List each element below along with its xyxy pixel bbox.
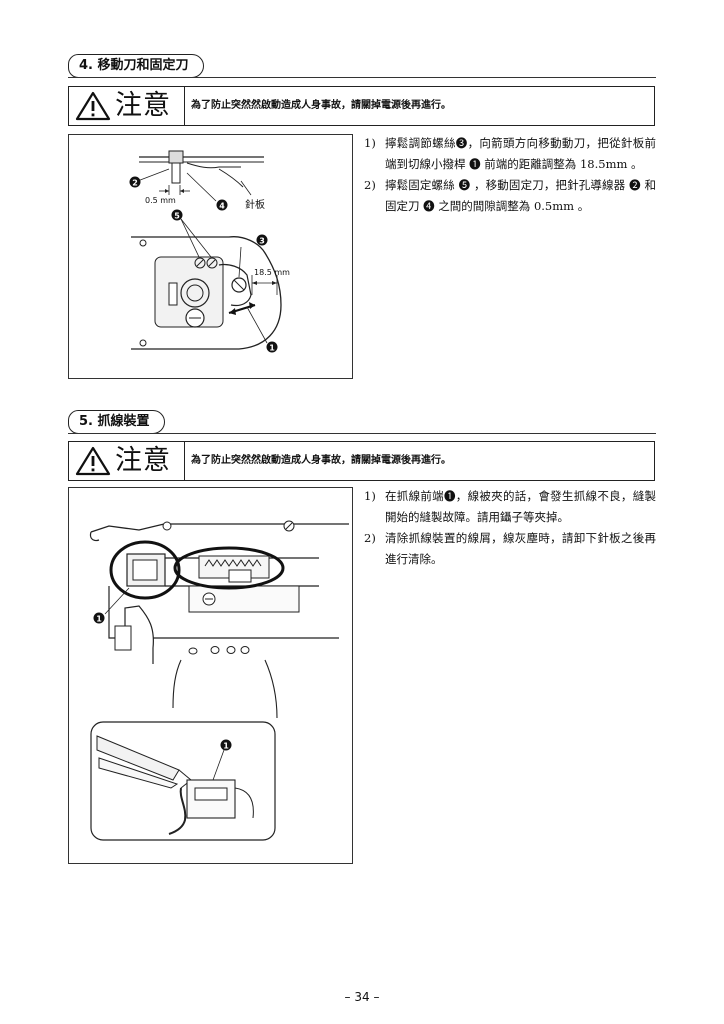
- svg-text:1: 1: [96, 615, 102, 624]
- gap-label: 0.5 mm: [145, 196, 176, 205]
- step-text: 在抓線前端❶，線被夾的話，會發生抓線不良，縫製開始的縫製故障。請用鑷子等夾掉。: [385, 489, 656, 524]
- callout-five: [171, 209, 183, 221]
- callout-one-main: [93, 612, 105, 624]
- caution-word: 注意: [115, 445, 171, 476]
- section-4-title: 4. 移動刀和固定刀: [68, 54, 204, 78]
- step-number: 2): [364, 178, 376, 192]
- svg-text:2: 2: [132, 179, 138, 188]
- step-number: 1): [364, 489, 376, 503]
- caution-message: 為了防止突然然啟動造成人身事故，請關掉電源後再進行。: [191, 455, 451, 466]
- svg-text:5: 5: [174, 212, 180, 221]
- section-4-header: 4. 移動刀和固定刀: [68, 54, 656, 78]
- step-item: 1) 在抓線前端❶，線被夾的話，會發生抓線不良，縫製開始的縫製故障。請用鑷子等夾…: [364, 486, 656, 528]
- section-5-steps: 1) 在抓線前端❶，線被夾的話，會發生抓線不良，縫製開始的縫製故障。請用鑷子等夾…: [364, 486, 656, 570]
- section-5-rule: [68, 433, 656, 434]
- caution-box-5: 注意 為了防止突然然啟動造成人身事故，請關掉電源後再進行。: [68, 441, 655, 481]
- callout-one-top: [266, 341, 278, 353]
- detail-inset: [90, 721, 276, 841]
- callout-four-top: [216, 199, 228, 211]
- caution-box-4: 注意 為了防止突然然啟動造成人身事故，請關掉電源後再進行。: [68, 86, 655, 126]
- step-text: 擰鬆調節螺絲❸，向箭頭方向移動動刀，把從針板前端到切線小撥桿 ❶ 前端的距離調整…: [385, 136, 656, 171]
- warning-triangle-icon: [75, 446, 111, 476]
- svg-text:4: 4: [219, 202, 225, 211]
- knife-adjustment-figure: 2 0.5 mm 4 針板 5 3: [68, 134, 353, 379]
- callout-two-top: [129, 176, 141, 188]
- caution-mark: 注意: [69, 442, 185, 480]
- svg-text:1: 1: [223, 742, 229, 751]
- step-item: 2) 擰鬆固定螺絲 ❺ ，移動固定刀，把針孔導線器 ❷ 和固定刀 ❹ 之間的間隙…: [364, 175, 656, 217]
- svg-text:1: 1: [269, 344, 275, 353]
- callout-three: [256, 234, 268, 246]
- svg-text:3: 3: [259, 237, 265, 246]
- caution-mark: 注意: [69, 87, 185, 125]
- distance-label: 18.5 mm: [254, 268, 290, 277]
- callout-one-inset: [220, 739, 232, 751]
- caution-word: 注意: [115, 90, 171, 121]
- step-item: 1) 擰鬆調節螺絲❸，向箭頭方向移動動刀，把從針板前端到切線小撥桿 ❶ 前端的距…: [364, 133, 656, 175]
- page-number: – 34 –: [344, 990, 380, 1004]
- step-number: 1): [364, 136, 376, 150]
- step-text: 擰鬆固定螺絲 ❺ ，移動固定刀，把針孔導線器 ❷ 和固定刀 ❹ 之間的間隙調整為…: [385, 178, 656, 213]
- thread-catcher-diagram: 1 1: [89, 520, 349, 841]
- step-number: 2): [364, 531, 376, 545]
- step-text: 清除抓線裝置的線屑，線灰塵時，請卸下針板之後再進行清除。: [385, 531, 656, 566]
- warning-triangle-icon: [75, 91, 111, 121]
- section-5-header: 5. 抓線裝置: [68, 410, 656, 434]
- section-4-steps: 1) 擰鬆調節螺絲❸，向箭頭方向移動動刀，把從針板前端到切線小撥桿 ❶ 前端的距…: [364, 133, 656, 217]
- step-item: 2) 清除抓線裝置的線屑，線灰塵時，請卸下針板之後再進行清除。: [364, 528, 656, 570]
- section-5-title: 5. 抓線裝置: [68, 410, 165, 434]
- caution-message: 為了防止突然然啟動造成人身事故，請關掉電源後再進行。: [191, 100, 451, 111]
- section-4-rule: [68, 77, 656, 78]
- thread-catcher-figure: 1 1: [68, 487, 353, 864]
- needle-plate-label: 針板: [245, 198, 265, 211]
- knife-diagram: 2 0.5 mm 4 針板 5 3: [129, 150, 290, 353]
